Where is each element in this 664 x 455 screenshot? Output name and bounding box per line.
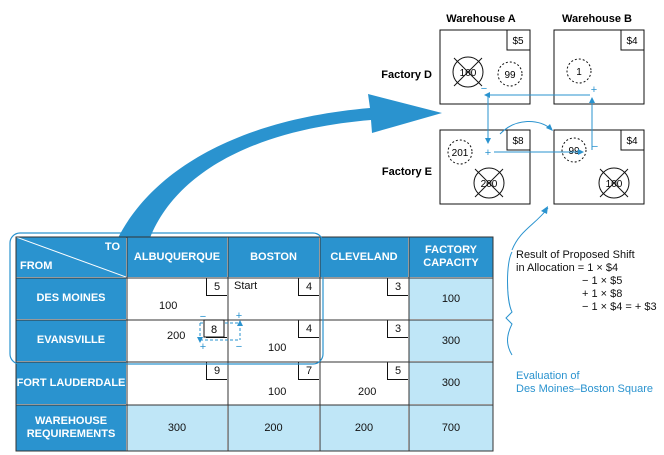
cost-d-b: $4 [626,36,638,47]
cell-dm-bos: 4 Start [228,278,319,319]
factory-d-label: Factory D [381,69,432,81]
value-d-a-crossed: 100 [460,68,477,79]
cell-ev-alb: 8 200 [127,320,227,361]
result-eq-1: = 1 × $4 [577,262,619,274]
value-e-a-crossed: 200 [481,179,498,190]
alloc-fl-bos: 100 [268,386,287,398]
row-header-requirements: WAREHOUSE REQUIREMENTS [16,405,126,451]
value-d-b-new: 1 [576,67,582,78]
corner-header: TO FROM [16,237,126,277]
cell-dm-alb: 5 100 [127,278,227,319]
col-header-boston: BOSTON [228,237,319,277]
alloc-fl-cle: 200 [358,386,377,398]
box-d-b [553,29,645,105]
start-label: Start [234,280,258,292]
cell-fl-alb: 9 [127,362,227,404]
cost-ev-alb: 8 [206,320,227,338]
cell-ev-bos: 4 100 [228,320,319,361]
warehouse-a-label: Warehouse A [446,13,516,25]
req-alb: 300 [127,405,227,451]
cost-fl-cle: 5 [387,362,408,380]
result-eq-2: − 1 × $5 [582,275,623,287]
factory-e-label: Factory E [382,166,432,178]
cost-dm-bos: 4 [298,278,319,296]
sign-e-a: + [485,147,491,159]
row-header-evansville: EVANSVILLE [16,320,126,361]
alloc-dm-alb: 100 [159,300,178,312]
warehouse-b-label: Warehouse B [562,13,632,25]
value-d-a-new: 99 [504,70,516,81]
corner-to: TO [104,241,120,253]
cost-fl-bos: 7 [298,362,319,380]
result-title-2: in Allocation = 1 × $4 [516,262,619,274]
cell-fl-cle: 5 200 [320,362,408,404]
req-bos: 200 [228,405,319,451]
cost-ev-bos: 4 [298,320,319,338]
row-header-fort-lauderdale: FORT LAUDERDALE [16,362,126,404]
evaluation-note: Evaluation of Des Moines–Boston Square [516,370,664,396]
cell-ev-cle: 3 [320,320,408,361]
alloc-ev-alb: 200 [167,330,186,342]
sign-d-b: + [591,84,597,96]
req-cle: 200 [320,405,408,451]
cell-fl-bos: 7 100 [228,362,319,404]
col-header-albuquerque: ALBUQUERQUE [127,237,227,277]
req-total: 700 [409,405,493,451]
result-eq-4: − 1 × $4 = + $3 [582,301,657,313]
corner-from: FROM [20,260,53,272]
sign-d-a: − [481,83,487,95]
transportation-table: TO FROM ALBUQUERQUE BOSTON CLEVELAND FAC… [16,237,493,451]
row-header-des-moines: DES MOINES [16,278,126,319]
result-note: Result of Proposed Shift in Allocation =… [516,249,664,314]
result-title-1: Result of Proposed Shift [516,249,635,261]
cost-e-b: $4 [626,136,638,147]
sign-e-b: − [592,141,598,153]
cost-d-a: $5 [512,36,524,47]
capacity-fl: 300 [409,362,493,404]
cost-fl-alb: 9 [206,362,227,380]
evaluation-line-2: Des Moines–Boston Square [516,383,653,395]
cell-dm-cle: 3 [320,278,408,319]
alloc-ev-bos: 100 [268,342,287,354]
capacity-dm: 100 [409,278,493,319]
col-header-capacity: FACTORY CAPACITY [409,237,493,277]
cost-dm-cle: 3 [387,278,408,296]
col-header-cleveland: CLEVELAND [320,237,408,277]
value-e-a-new: 201 [452,148,469,159]
result-eq-3: + 1 × $8 [582,288,623,300]
value-e-b-crossed: 100 [606,179,623,190]
cost-ev-cle: 3 [387,320,408,338]
cost-e-a: $8 [512,136,524,147]
cost-dm-alb: 5 [206,278,227,296]
capacity-ev: 300 [409,320,493,361]
evaluation-line-1: Evaluation of [516,370,580,382]
